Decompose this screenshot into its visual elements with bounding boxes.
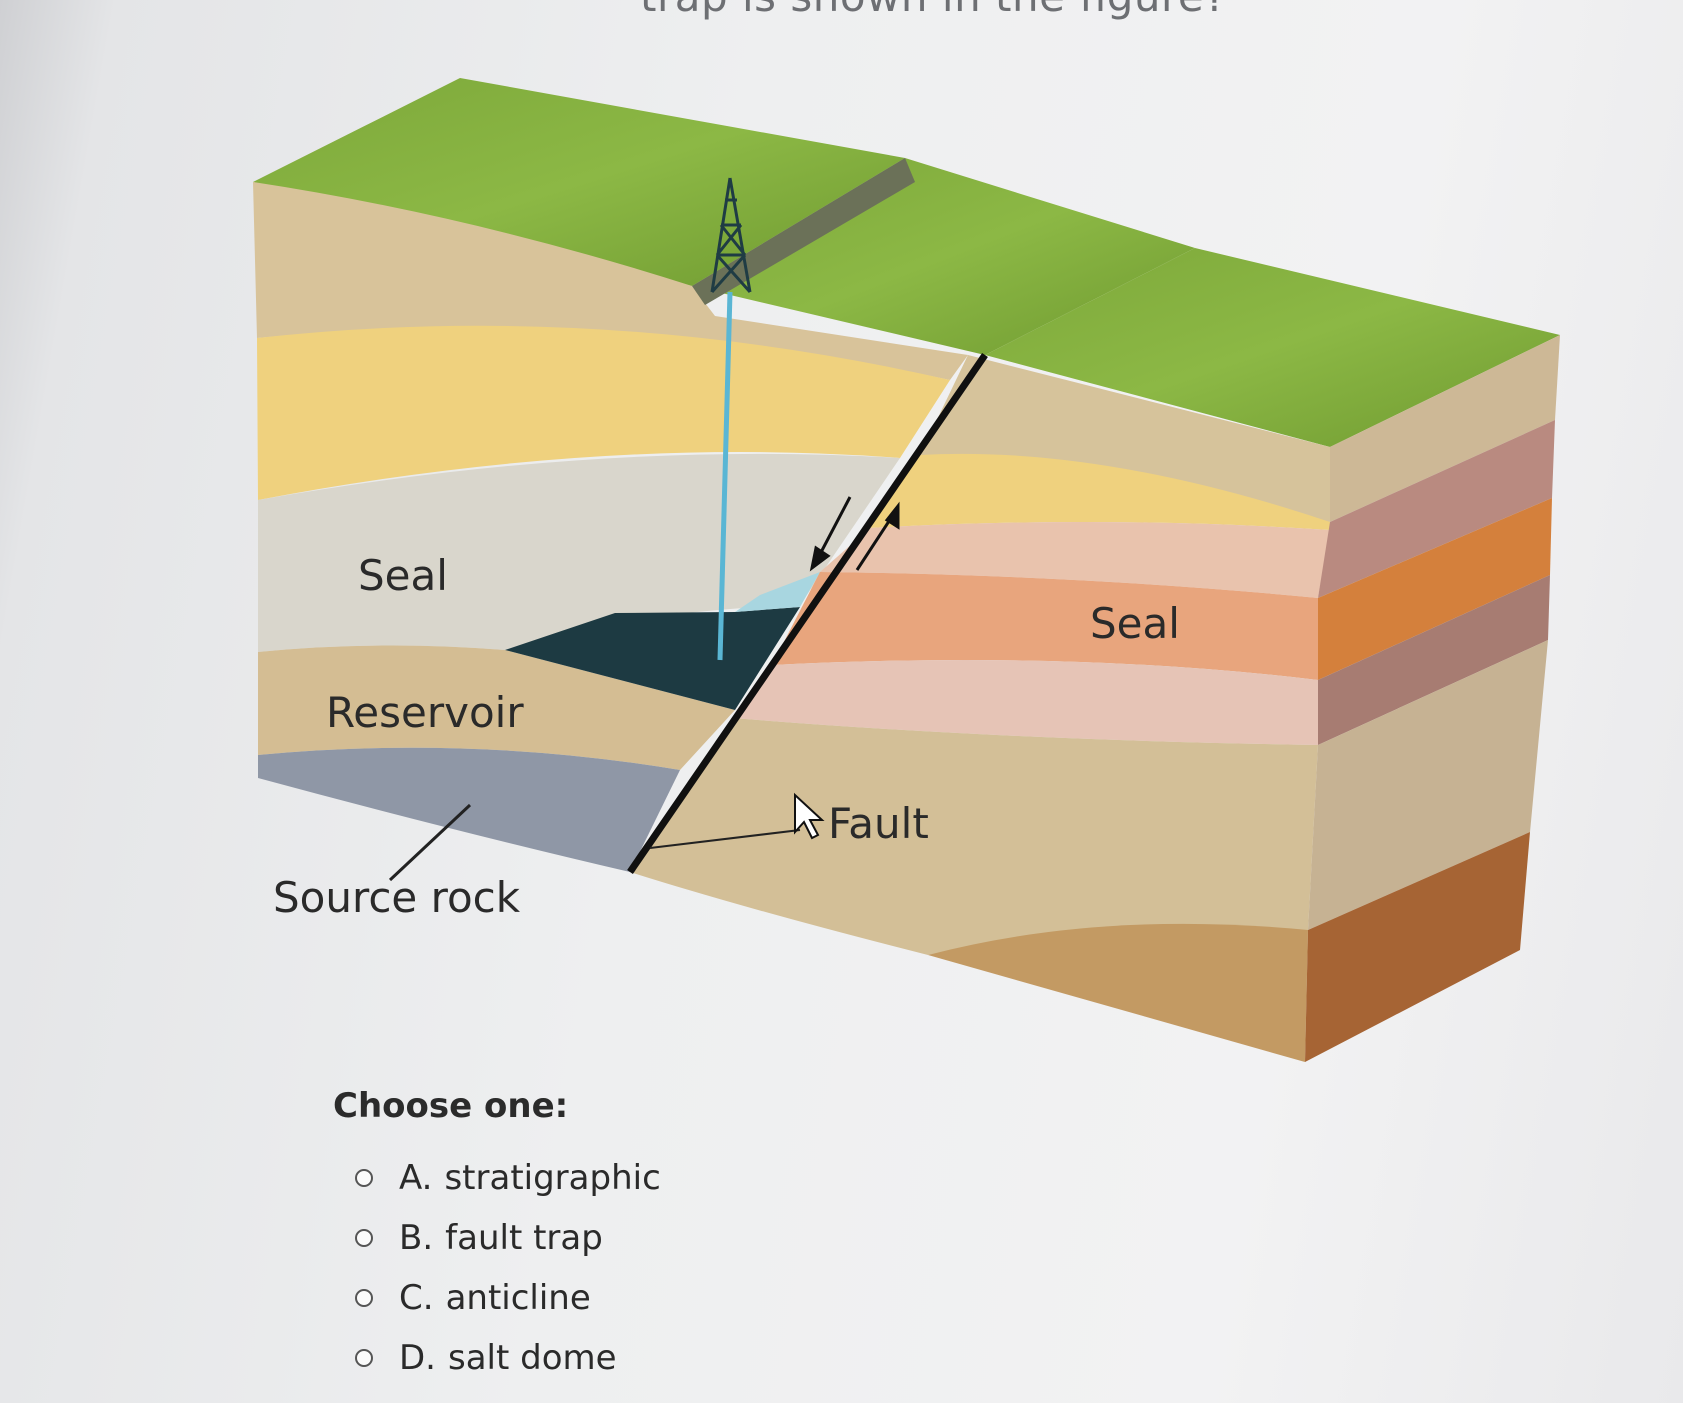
right-bottom-band [928,923,1308,1062]
right-pink-band-2 [733,660,1318,745]
left-top-band [253,182,968,380]
side-face-brown [1305,832,1530,1062]
option-c[interactable]: C. anticline [355,1268,661,1328]
grass-left [253,78,905,286]
left-reservoir-band [258,645,735,770]
left-seal-band [258,453,900,652]
right-yellow-band [870,453,1330,530]
water-lens [735,572,820,612]
option-b[interactable]: B. fault trap [355,1208,661,1268]
right-orange-band [772,572,1318,680]
right-block [630,158,1560,1062]
answer-options: A. stratigraphic B. fault trap C. anticline… [355,1148,661,1388]
radio-a[interactable] [355,1169,373,1187]
grass-middle [692,158,1195,355]
option-b-letter: B. [399,1218,434,1258]
cursor-icon [794,792,825,840]
derrick-icon [710,177,752,293]
label-source-rock: Source rock [273,873,521,922]
option-a-letter: A. [399,1158,433,1198]
left-source-band [258,747,680,872]
geology-diagram: Seal Reservoir Source rock Seal Fault [253,78,1560,1062]
radio-b[interactable] [355,1229,373,1247]
fault-pointer [649,829,801,849]
side-face-pink [1318,420,1555,598]
right-pink-band-1 [820,521,1330,598]
option-d[interactable]: D. salt dome [355,1328,661,1388]
right-top-band [920,355,1330,522]
option-b-text: fault trap [445,1218,603,1258]
option-a[interactable]: A. stratigraphic [355,1148,661,1208]
option-d-letter: D. [399,1338,436,1378]
fault-arrows [809,496,900,572]
fault-line [627,353,988,874]
question-title-partial: trap is shown in the figure? [640,0,1227,21]
label-reservoir: Reservoir [326,688,524,737]
option-c-text: anticline [445,1278,591,1318]
side-face-tan [1308,640,1548,930]
oil-pool [505,607,800,710]
side-face-top [1330,335,1560,522]
fault-scarp [692,158,915,305]
label-seal-left: Seal [358,551,448,600]
label-seal-right: Seal [1090,599,1180,648]
radio-d[interactable] [355,1349,373,1367]
well-bore [717,291,733,661]
option-d-text: salt dome [448,1338,617,1378]
source-rock-pointer [388,803,472,882]
right-tan-band [630,718,1318,955]
side-face-mauve [1318,575,1550,745]
option-a-text: stratigraphic [444,1158,661,1198]
choose-one-label: Choose one: [333,1086,569,1126]
left-block [253,78,968,872]
option-c-letter: C. [399,1278,434,1318]
radio-c[interactable] [355,1289,373,1307]
left-yellow-band [257,325,950,500]
grass-right [985,248,1560,447]
side-face-orange [1318,498,1552,680]
label-fault: Fault [828,799,929,848]
